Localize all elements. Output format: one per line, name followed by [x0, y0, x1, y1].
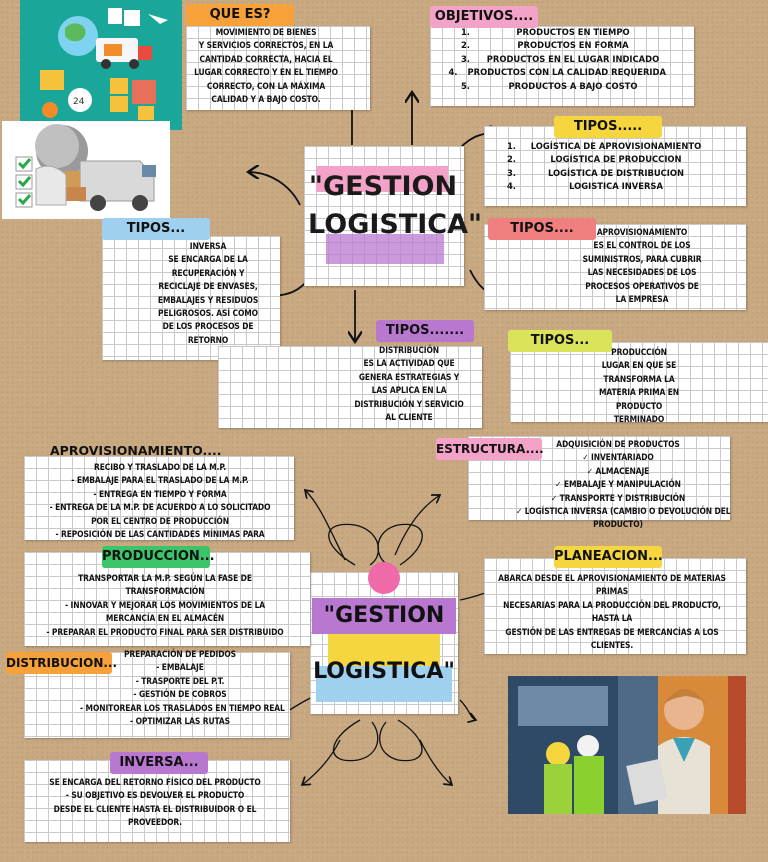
tipos-aprov-tag: TIPOS....	[488, 218, 596, 240]
aprovisionamiento-tag: APROVISIONAMIENTO....	[50, 443, 222, 458]
main-title-line2: LOGISTICA"	[308, 209, 483, 240]
distribucion-card	[24, 652, 290, 738]
objetivos-card	[430, 26, 694, 106]
bottom-title-line1: "GESTION	[323, 603, 445, 628]
planeacion-card	[484, 558, 746, 654]
planeacion-text: ABARCA DESDE EL APROVISIONAMIENTO DE MAT…	[498, 573, 726, 651]
objetivos-list: 1.PRODUCTOS EN TIEMPO 2.PRODUCTOS EN FOR…	[448, 27, 666, 91]
distribucion-text: PREPARACIÓN DE PEDIDOS- EMBALAJE- TRASPO…	[80, 649, 285, 727]
produccion-tag: PRODUCCION...	[102, 546, 215, 568]
planeacion-tag: PLANEACION...	[554, 546, 663, 568]
tipos-distrib-card	[218, 346, 482, 428]
tipos-list: 1.LOGÍSTICA DE APROVISIONAMIENTO 2.LOGÍS…	[506, 141, 702, 192]
logistics-icons-image: 24	[20, 0, 182, 130]
title-card-top: "GESTION LOGISTICA"	[304, 146, 483, 286]
delivery-van-image	[2, 121, 170, 219]
tipos-list-tag: TIPOS.....	[554, 116, 662, 138]
tipos-prod-card	[510, 342, 768, 422]
tipos-prod-tag: TIPOS...	[508, 330, 612, 352]
warehouse-workers-photo	[508, 676, 746, 814]
svg-text:24: 24	[73, 97, 85, 107]
aprovisionamiento-card	[24, 456, 294, 540]
tipos-inversa-card	[102, 236, 280, 360]
que-es-tag: QUE ES?	[186, 4, 294, 26]
que-es-card	[186, 26, 370, 110]
inversa-card	[24, 760, 290, 842]
estructura-text: ADQUISICIÓN DE PRODUCTOS✓ INVENTARIADO✓ …	[516, 439, 731, 530]
main-title-line1: "GESTION	[308, 171, 458, 202]
inversa-text: SE ENCARGA DEL RETORNO FÍSICO DEL PRODUC…	[49, 777, 261, 828]
inversa-tag: INVERSA...	[110, 752, 208, 774]
tipos-list-card	[484, 126, 746, 206]
title-card-bottom: "GESTION LOGISTICA"	[310, 562, 458, 714]
estructura-tag: ESTRUCTURA....	[436, 438, 544, 460]
produccion-card	[24, 552, 310, 646]
tipos-distrib-tag: TIPOS.......	[376, 320, 474, 342]
bottom-title-line2: LOGISTICA"	[313, 659, 455, 684]
objetivos-tag: OBJETIVOS....	[430, 6, 538, 28]
distribucion-tag: DISTRIBUCION...	[6, 652, 117, 674]
tipos-inversa-tag: TIPOS...	[102, 218, 210, 240]
aprovisionamiento-text: RECIBO Y TRASLADO DE LA M.P.- EMBALAJE P…	[49, 462, 271, 540]
